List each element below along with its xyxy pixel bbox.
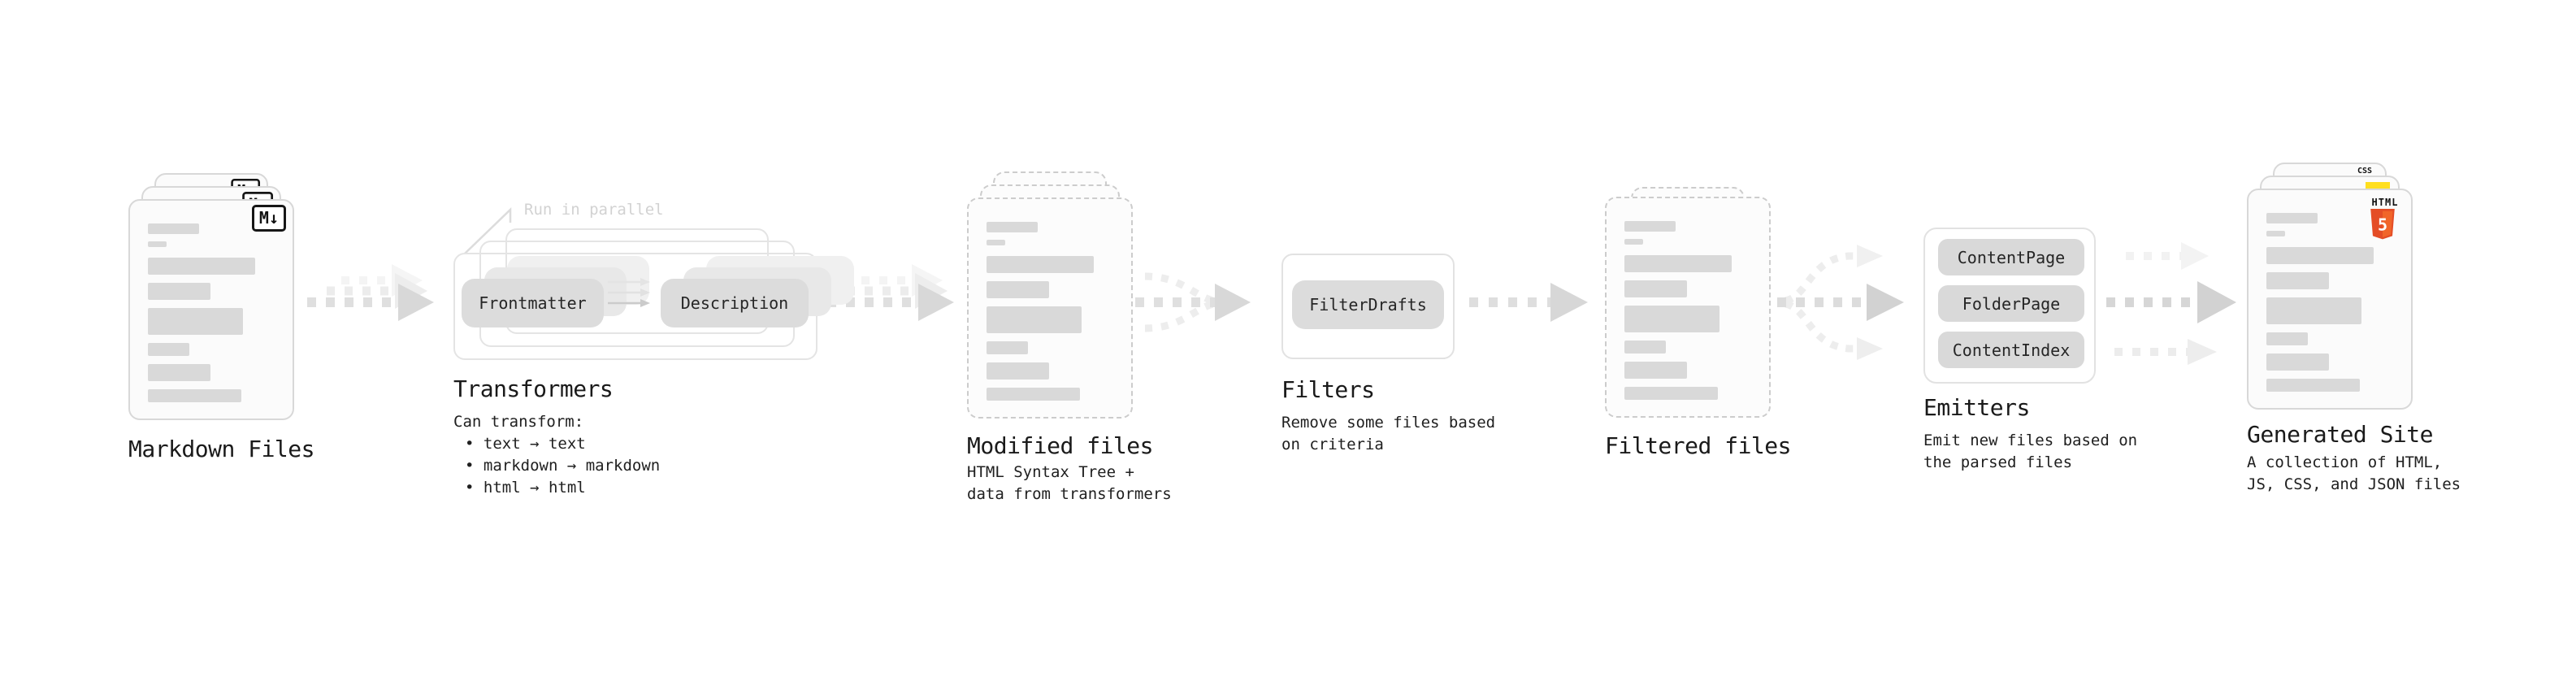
generated-site-caption: A collection of HTML, JS, CSS, and JSON … xyxy=(2247,453,2461,493)
filtered-files-stack xyxy=(1605,187,1800,423)
flow-arrow-icon xyxy=(1469,283,1588,322)
merge-arrow-icon xyxy=(1135,272,1251,332)
markdown-files-label: Markdown Files xyxy=(128,436,315,462)
transformers-bullet: • text → text xyxy=(465,435,586,453)
modified-files-caption: HTML Syntax Tree + data from transformer… xyxy=(967,463,1172,503)
run-in-parallel-label: Run in parallel xyxy=(524,201,664,219)
filterdrafts-pill: FilterDrafts xyxy=(1292,280,1444,329)
filters-caption: Remove some files based on criteria xyxy=(1281,414,1496,453)
emitters-box: ContentPage FolderPage ContentIndex xyxy=(1923,228,2096,384)
modified-files-stack xyxy=(967,171,1162,423)
contentpage-pill: ContentPage xyxy=(1938,239,2084,275)
placeholder-text-lines xyxy=(2266,213,2396,392)
transformers-label: Transformers xyxy=(453,375,614,402)
contentindex-pill: ContentIndex xyxy=(1938,332,2084,368)
html-file-card: HTML 5 xyxy=(2247,189,2413,410)
transformers-bullet: • markdown → markdown xyxy=(465,457,661,475)
filters-label: Filters xyxy=(1281,376,1375,403)
modified-file-card xyxy=(967,197,1133,419)
filtered-file-card xyxy=(1605,197,1771,418)
flow-arrow-icon xyxy=(307,264,434,321)
placeholder-text-lines xyxy=(1624,221,1754,400)
emitters-caption: Emit new files based on the parsed files xyxy=(1923,432,2138,471)
folderpage-pill: FolderPage xyxy=(1938,285,2084,322)
html5-icon: HTML 5 xyxy=(2369,197,2401,240)
split-arrow-icon xyxy=(1777,245,1904,360)
frontmatter-pill: Frontmatter xyxy=(462,279,604,327)
transformers-caption: Can transform: xyxy=(453,413,584,431)
description-pill: Description xyxy=(661,279,809,327)
callout-line xyxy=(464,207,512,254)
markdown-files-stack: M↓ M↓ M↓ xyxy=(128,173,323,425)
modified-files-label: Modified files xyxy=(967,432,1154,459)
flow-arrow-icon xyxy=(827,264,954,321)
output-arrows-icon xyxy=(2106,242,2236,365)
markdown-icon: M↓ xyxy=(251,205,286,232)
generated-site-stack: CSS HTML 5 xyxy=(2247,163,2442,414)
markdown-file-card: M↓ xyxy=(128,199,294,420)
transformers-bullet: • html → html xyxy=(465,479,586,497)
filtered-files-label: Filtered files xyxy=(1605,432,1792,459)
placeholder-text-lines xyxy=(987,222,1117,401)
pill-arrows-icon xyxy=(608,278,650,307)
svg-text:5: 5 xyxy=(2378,215,2387,234)
placeholder-text-lines xyxy=(148,223,278,402)
emitters-label: Emitters xyxy=(1923,394,2030,421)
generated-site-label: Generated Site xyxy=(2247,421,2434,448)
